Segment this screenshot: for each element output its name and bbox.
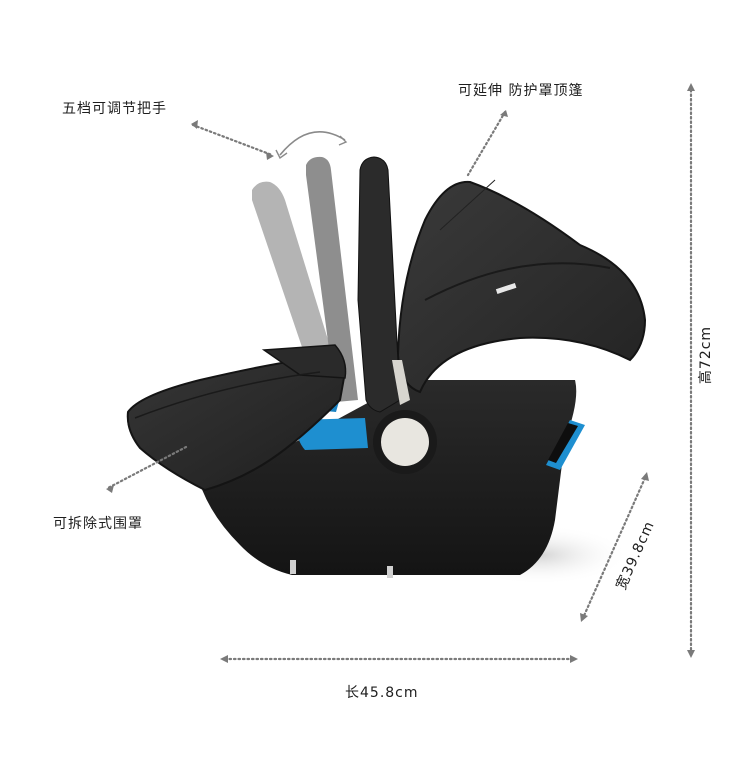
arrow-down-icon: [687, 650, 695, 658]
apron-cover: [126, 358, 347, 492]
rotation-arrow-icon: [279, 131, 346, 156]
arrow-left-icon: [220, 655, 228, 663]
height-dimension-label: 高72cm: [698, 325, 715, 385]
base-notch: [290, 560, 296, 574]
handle-hub-cap: [381, 418, 429, 466]
brand-tag: [495, 283, 517, 294]
carry-handle: [357, 156, 401, 413]
width-dimension-line: [581, 476, 647, 620]
callout-apron: 可拆除式围罩: [53, 516, 143, 532]
base-notch: [387, 566, 393, 578]
seat-shell: [196, 380, 577, 575]
apron-leader-line: [106, 445, 188, 490]
arrow-up-icon: [687, 83, 695, 91]
handle-leader-line: [191, 123, 274, 157]
callout-canopy: 可延伸 防护罩顶篷: [458, 83, 584, 99]
length-dimension-label: 长45.8cm: [345, 685, 419, 701]
canopy-leader-line: [466, 110, 507, 177]
callout-handle: 五档可调节把手: [62, 101, 167, 117]
arrow-right-icon: [570, 655, 578, 663]
canopy: [396, 180, 647, 394]
handle-ghost-2: [306, 156, 358, 402]
